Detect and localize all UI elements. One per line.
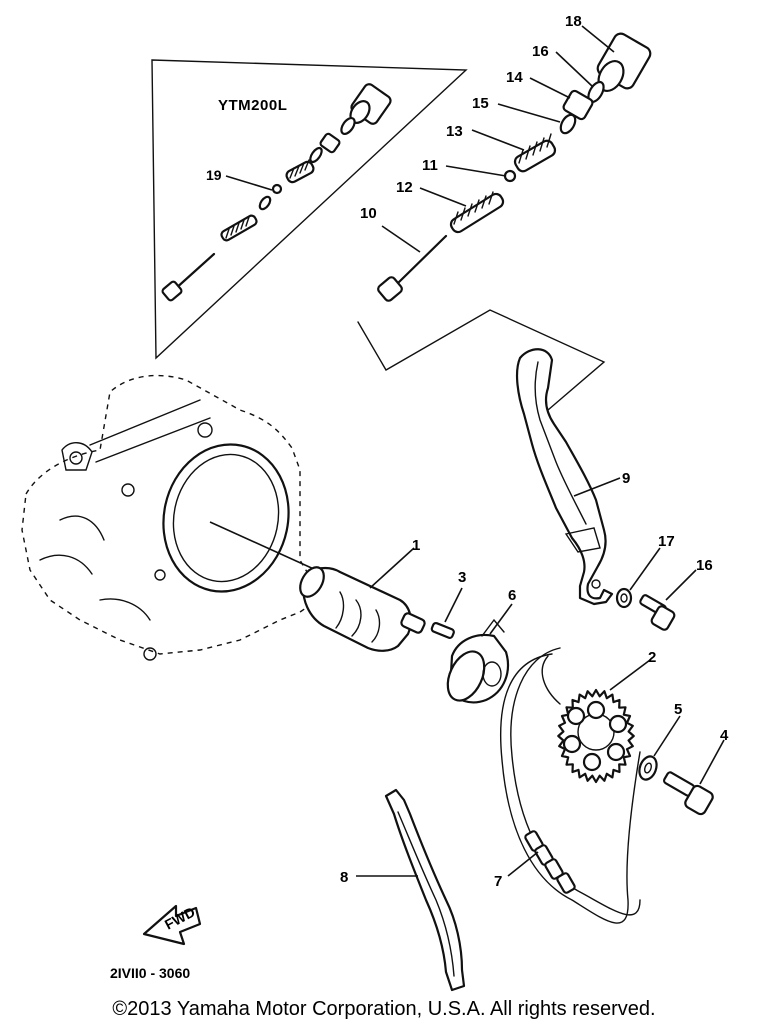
callout-6: 6 xyxy=(508,587,516,604)
callout-15-upper: 16 xyxy=(532,43,549,60)
sprocket-washer: 5 xyxy=(638,701,682,781)
callout-9: 9 xyxy=(622,470,630,487)
inset-nut xyxy=(319,132,341,154)
chain-links xyxy=(524,830,576,894)
callout-8: 8 xyxy=(340,869,348,886)
tensioner-assembly: 18 16 14 15 13 11 12 10 xyxy=(360,13,652,302)
chain-tensioner-guide: 9 xyxy=(515,348,630,606)
guide-washer: 17 xyxy=(615,533,675,609)
drawing-code: 2IVII0 - 3060 xyxy=(110,965,190,981)
guide-bolt: 16 xyxy=(639,557,713,631)
inset-cap xyxy=(349,83,392,125)
decompressor-collar: 6 xyxy=(446,587,516,704)
callout-10: 10 xyxy=(360,205,377,222)
inset-rod xyxy=(161,252,216,302)
callout-14: 14 xyxy=(506,69,523,86)
callout-18: 17 xyxy=(658,533,675,550)
callout-16: 18 xyxy=(565,13,582,30)
oring-lower xyxy=(559,113,577,135)
cam-chain: 7 xyxy=(494,647,641,924)
valve-bore xyxy=(162,443,290,593)
ytm200l-inset: YTM200L 19 xyxy=(151,59,468,360)
callout-3: 3 xyxy=(458,569,466,586)
tensioner-cap xyxy=(596,32,652,93)
variant-label: YTM200L xyxy=(218,97,287,114)
inset-oring xyxy=(340,116,356,136)
callout-19: 19 xyxy=(206,167,222,183)
callout-15-lower: 15 xyxy=(472,95,489,112)
callout-1: 1 xyxy=(412,537,420,554)
callout-4: 4 xyxy=(720,727,729,744)
callout-13: 13 xyxy=(446,123,463,140)
callout-5: 5 xyxy=(674,701,682,718)
tensioner-spring-long xyxy=(449,191,505,234)
inset-washer xyxy=(309,146,323,164)
inset-spring xyxy=(285,159,315,184)
callout-7: 7 xyxy=(494,873,502,890)
tensioner-rod xyxy=(377,234,448,302)
camshaft: 1 xyxy=(299,537,426,652)
cylinder-head xyxy=(21,374,319,661)
callout-17: 16 xyxy=(696,557,713,574)
fwd-arrow-icon: FWD xyxy=(142,904,202,946)
inset-ball xyxy=(271,183,283,195)
reference-outline xyxy=(357,309,606,411)
callout-12: 12 xyxy=(396,179,413,196)
sprocket-bolt: 4 xyxy=(663,727,729,816)
inset-spring-long xyxy=(220,214,258,242)
callout-11: 11 xyxy=(422,157,438,174)
callout-2: 2 xyxy=(648,649,656,666)
copyright-notice: ©2013 Yamaha Motor Corporation, U.S.A. A… xyxy=(112,998,656,1020)
dowel-pin: 3 xyxy=(430,569,466,639)
tensioner-spring xyxy=(513,133,557,173)
chain-guide: 8 xyxy=(340,788,466,992)
tensioner-ball xyxy=(503,169,517,183)
cam-sprocket: 2 xyxy=(557,649,656,784)
inset-ring xyxy=(258,195,272,211)
